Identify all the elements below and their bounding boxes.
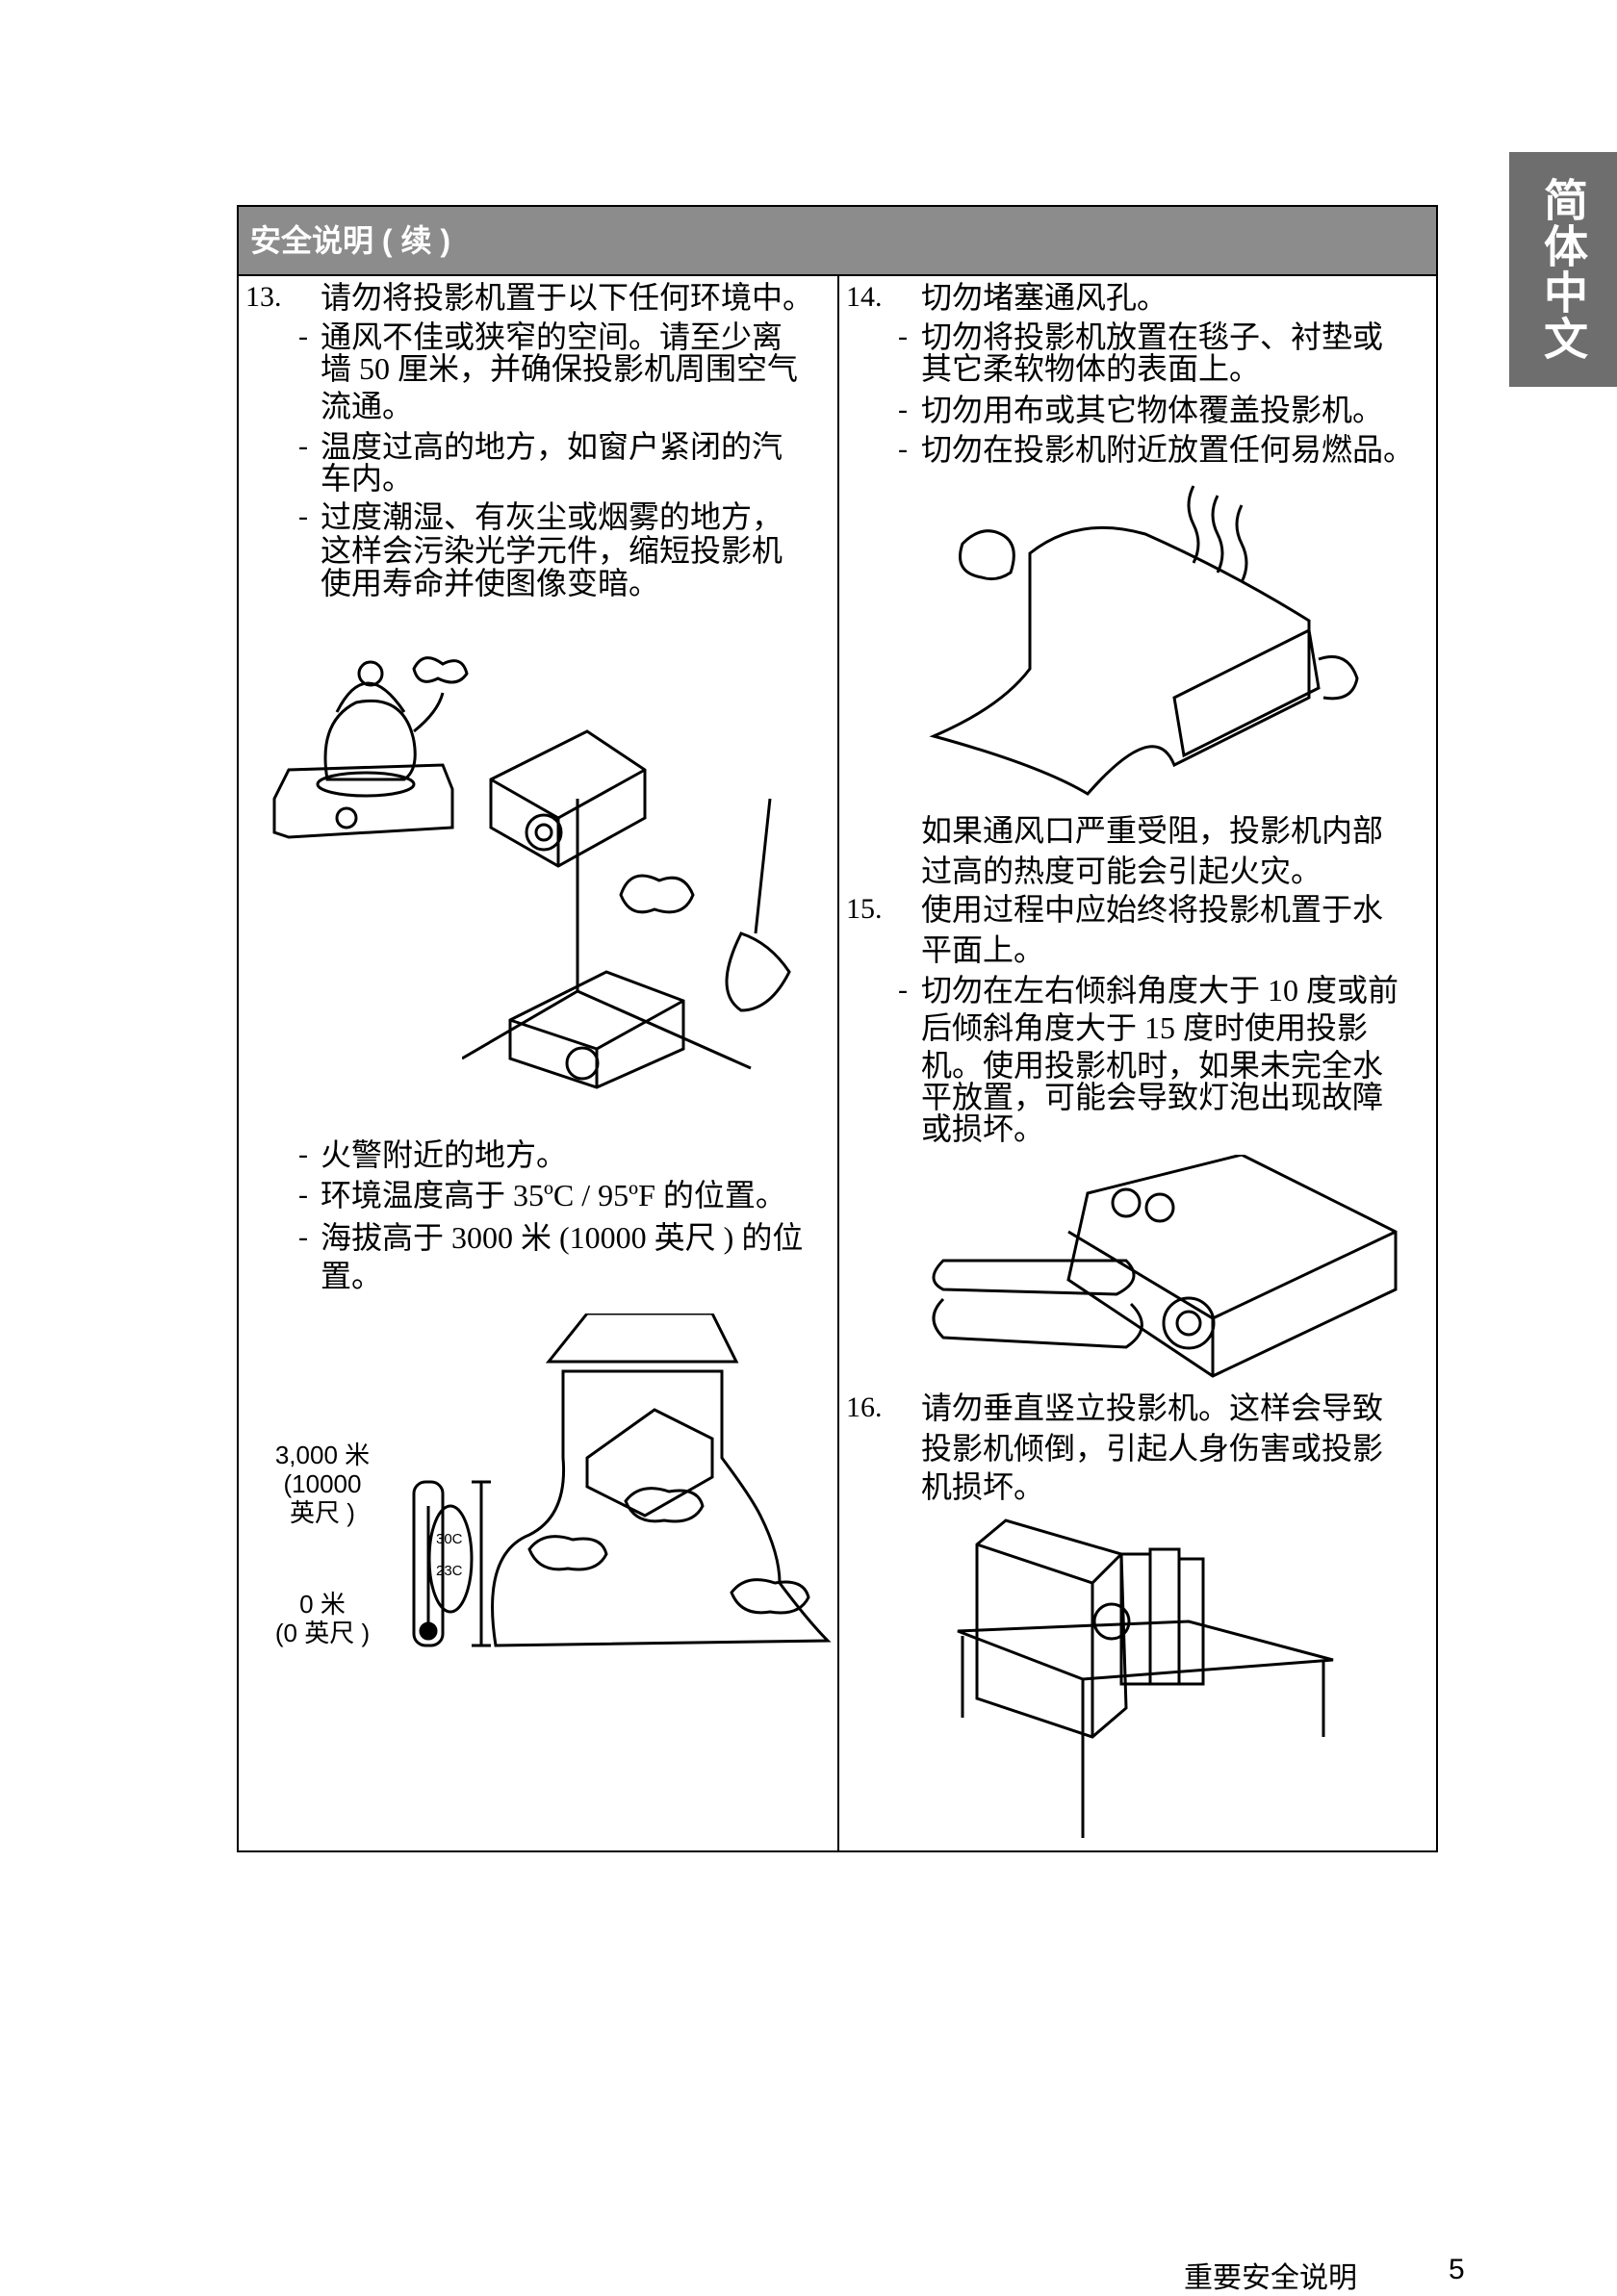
- bullet-line: 火警附近的地方。: [321, 1137, 568, 1172]
- bullet-dash: -: [298, 1138, 308, 1170]
- item-number: 14.: [846, 281, 883, 313]
- bullet-line: 流通。: [321, 389, 414, 423]
- bullet-line: 后倾斜角度大于 15 度时使用投影: [921, 1010, 1369, 1045]
- bullet-dash: -: [298, 430, 308, 462]
- bullet-line: 置。: [321, 1259, 383, 1293]
- item-number: 16.: [846, 1391, 883, 1423]
- note-line: 过高的热度可能会引起火灾。: [921, 854, 1322, 888]
- section-title: 安全说明 ( 续 ): [239, 207, 1436, 276]
- illustration-covered-projector: [929, 485, 1359, 796]
- bullet-dash: -: [898, 433, 908, 465]
- bullet-line: 温度过高的地方，如窗户紧闭的汽: [321, 429, 783, 464]
- column-divider: [837, 276, 839, 1850]
- bullet-line: 使用寿命并使图像变暗。: [321, 566, 660, 600]
- illustration-tilted-projector: [932, 1155, 1398, 1378]
- bullet-line: 环境温度高于 35ºC / 95ºF 的位置。: [321, 1178, 786, 1212]
- bullet-dash: -: [898, 394, 908, 425]
- item-title: 使用过程中应始终将投影机置于水: [921, 892, 1384, 927]
- bullet-dash: -: [298, 1179, 308, 1211]
- altitude-top-label: 3,000 米 (10000 英尺 ): [260, 1441, 385, 1527]
- item-title: 请勿将投影机置于以下任何环境中。: [321, 280, 814, 315]
- bullet-line: 其它柔软物体的表面上。: [921, 351, 1261, 386]
- bullet-line: 切勿用布或其它物体覆盖投影机。: [921, 393, 1384, 427]
- bullet-line: 通风不佳或狭窄的空间。请至少离: [321, 319, 783, 354]
- footer-section: 重要安全说明: [1184, 2262, 1357, 2294]
- bullet-line: 切勿在投影机附近放置任何易燃品。: [921, 432, 1415, 467]
- bullet-line: 墙 50 厘米，并确保投影机周围空气: [321, 351, 799, 386]
- note-line: 如果通风口严重受阻，投影机内部: [921, 813, 1384, 848]
- bullet-line: 切勿在左右倾斜角度大于 10 度或前: [921, 973, 1399, 1008]
- illustration-heat-source: [272, 656, 647, 868]
- language-tab[interactable]: 简体中文: [1509, 152, 1617, 387]
- label-line: 3,000 米: [274, 1441, 371, 1469]
- bullet-line: 过度潮湿、有灰尘或烟雾的地方，: [321, 499, 783, 534]
- illustration-upright-projector: [957, 1518, 1334, 1838]
- page-number: 5: [1449, 2254, 1465, 2285]
- item-number: 15.: [846, 893, 883, 925]
- bullet-line: 机。使用投影机时，如果未完全水: [921, 1048, 1384, 1083]
- bullet-dash: -: [298, 500, 308, 532]
- bullet-line: 切勿将投影机放置在毯子、衬垫或: [921, 319, 1384, 354]
- bullet-dash: -: [298, 320, 308, 352]
- label-line: (10000: [283, 1469, 362, 1498]
- bullet-dash: -: [898, 974, 908, 1006]
- temp-low-label: 23C: [436, 1563, 463, 1579]
- item-number: 13.: [245, 281, 282, 313]
- bullet-line: 这样会污染光学元件，缩短投影机: [321, 533, 783, 568]
- safety-instructions-box: 安全说明 ( 续 ): [237, 205, 1438, 1852]
- bullet-dash: -: [898, 320, 908, 352]
- item-title: 请勿垂直竖立投影机。这样会导致: [921, 1390, 1384, 1425]
- bullet-line: 平放置，可能会导致灯泡出现故障: [921, 1080, 1384, 1114]
- illustration-dusty-room: [462, 799, 791, 1089]
- item-title: 切勿堵塞通风孔。: [921, 280, 1168, 315]
- item-title: 机损坏。: [921, 1469, 1045, 1504]
- item-title: 投影机倾倒，引起人身伤害或投影: [921, 1431, 1384, 1466]
- bullet-line: 海拔高于 3000 米 (10000 英尺 ) 的位: [321, 1220, 804, 1255]
- item-title: 平面上。: [921, 932, 1045, 967]
- bullet-dash: -: [298, 1221, 308, 1253]
- bullet-line: 或损坏。: [921, 1111, 1045, 1146]
- illustration-altitude: [412, 1314, 832, 1647]
- altitude-bottom-label: 0 米 (0 英尺 ): [260, 1590, 385, 1647]
- label-line: 英尺 ): [290, 1498, 355, 1527]
- temp-high-label: 30C: [436, 1531, 463, 1547]
- label-line: (0 英尺 ): [274, 1619, 371, 1647]
- label-line: 0 米: [299, 1590, 346, 1619]
- language-tab-label: 简体中文: [1538, 177, 1588, 362]
- bullet-line: 车内。: [321, 461, 414, 496]
